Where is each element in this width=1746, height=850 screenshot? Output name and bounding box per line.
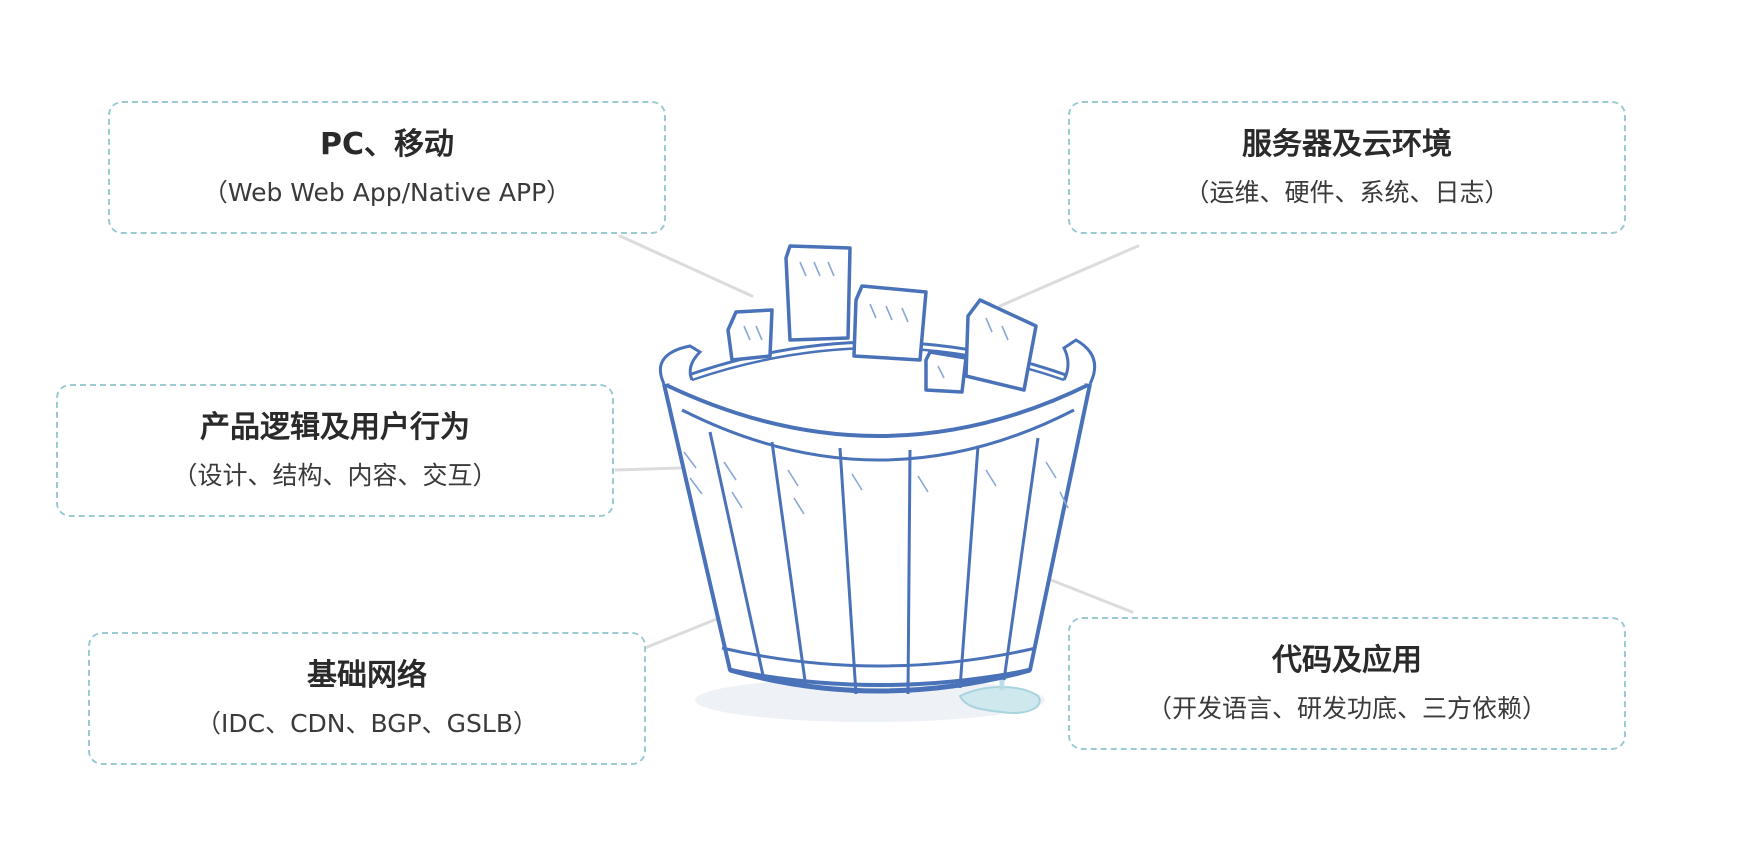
- label-subtitle: （设计、结构、内容、交互）: [172, 460, 498, 490]
- label-title: 产品逻辑及用户行为: [200, 409, 470, 445]
- connector-bottom-right: [1044, 576, 1134, 614]
- tall-staves: [726, 244, 1038, 394]
- label-title: 基础网络: [307, 657, 427, 693]
- stave-left-short: [726, 308, 774, 362]
- label-title: 代码及应用: [1272, 642, 1422, 678]
- bucket-base-band: [729, 667, 1031, 694]
- label-box-server-cloud: 服务器及云环境 （运维、硬件、系统、日志）: [1068, 101, 1626, 234]
- connector-top-left: [618, 234, 754, 298]
- label-subtitle: （IDC、CDN、BGP、GSLB）: [196, 708, 538, 738]
- label-box-product-logic: 产品逻辑及用户行为 （设计、结构、内容、交互）: [56, 384, 614, 517]
- label-box-pc-mobile: PC、移动 （Web Web App/Native APP）: [108, 101, 666, 234]
- stave-tall-right: [964, 298, 1038, 392]
- label-subtitle: （开发语言、研发功底、三方依赖）: [1146, 693, 1547, 723]
- stave-medium: [852, 284, 928, 362]
- connector-top-right: [998, 244, 1140, 308]
- label-subtitle: （Web Web App/Native APP）: [202, 177, 572, 207]
- bucket-rim-front: [663, 382, 1091, 438]
- label-title: 服务器及云环境: [1242, 126, 1452, 162]
- bucket-shadow: [695, 678, 1045, 722]
- rim-left-curl: [658, 344, 703, 385]
- bucket-staves: [708, 431, 1040, 695]
- bucket-hatching: [683, 451, 1069, 515]
- spilled-water: [958, 686, 1041, 714]
- label-title: PC、移动: [319, 126, 454, 162]
- connector-mid-left: [614, 466, 682, 472]
- stave-tallest: [784, 244, 852, 342]
- rim-right-curl: [1062, 338, 1097, 385]
- stave-short-right: [924, 350, 968, 394]
- label-subtitle: （运维、硬件、系统、日志）: [1184, 177, 1510, 207]
- label-box-network: 基础网络 （IDC、CDN、BGP、GSLB）: [88, 632, 646, 765]
- label-box-code-app: 代码及应用 （开发语言、研发功底、三方依赖）: [1068, 617, 1626, 750]
